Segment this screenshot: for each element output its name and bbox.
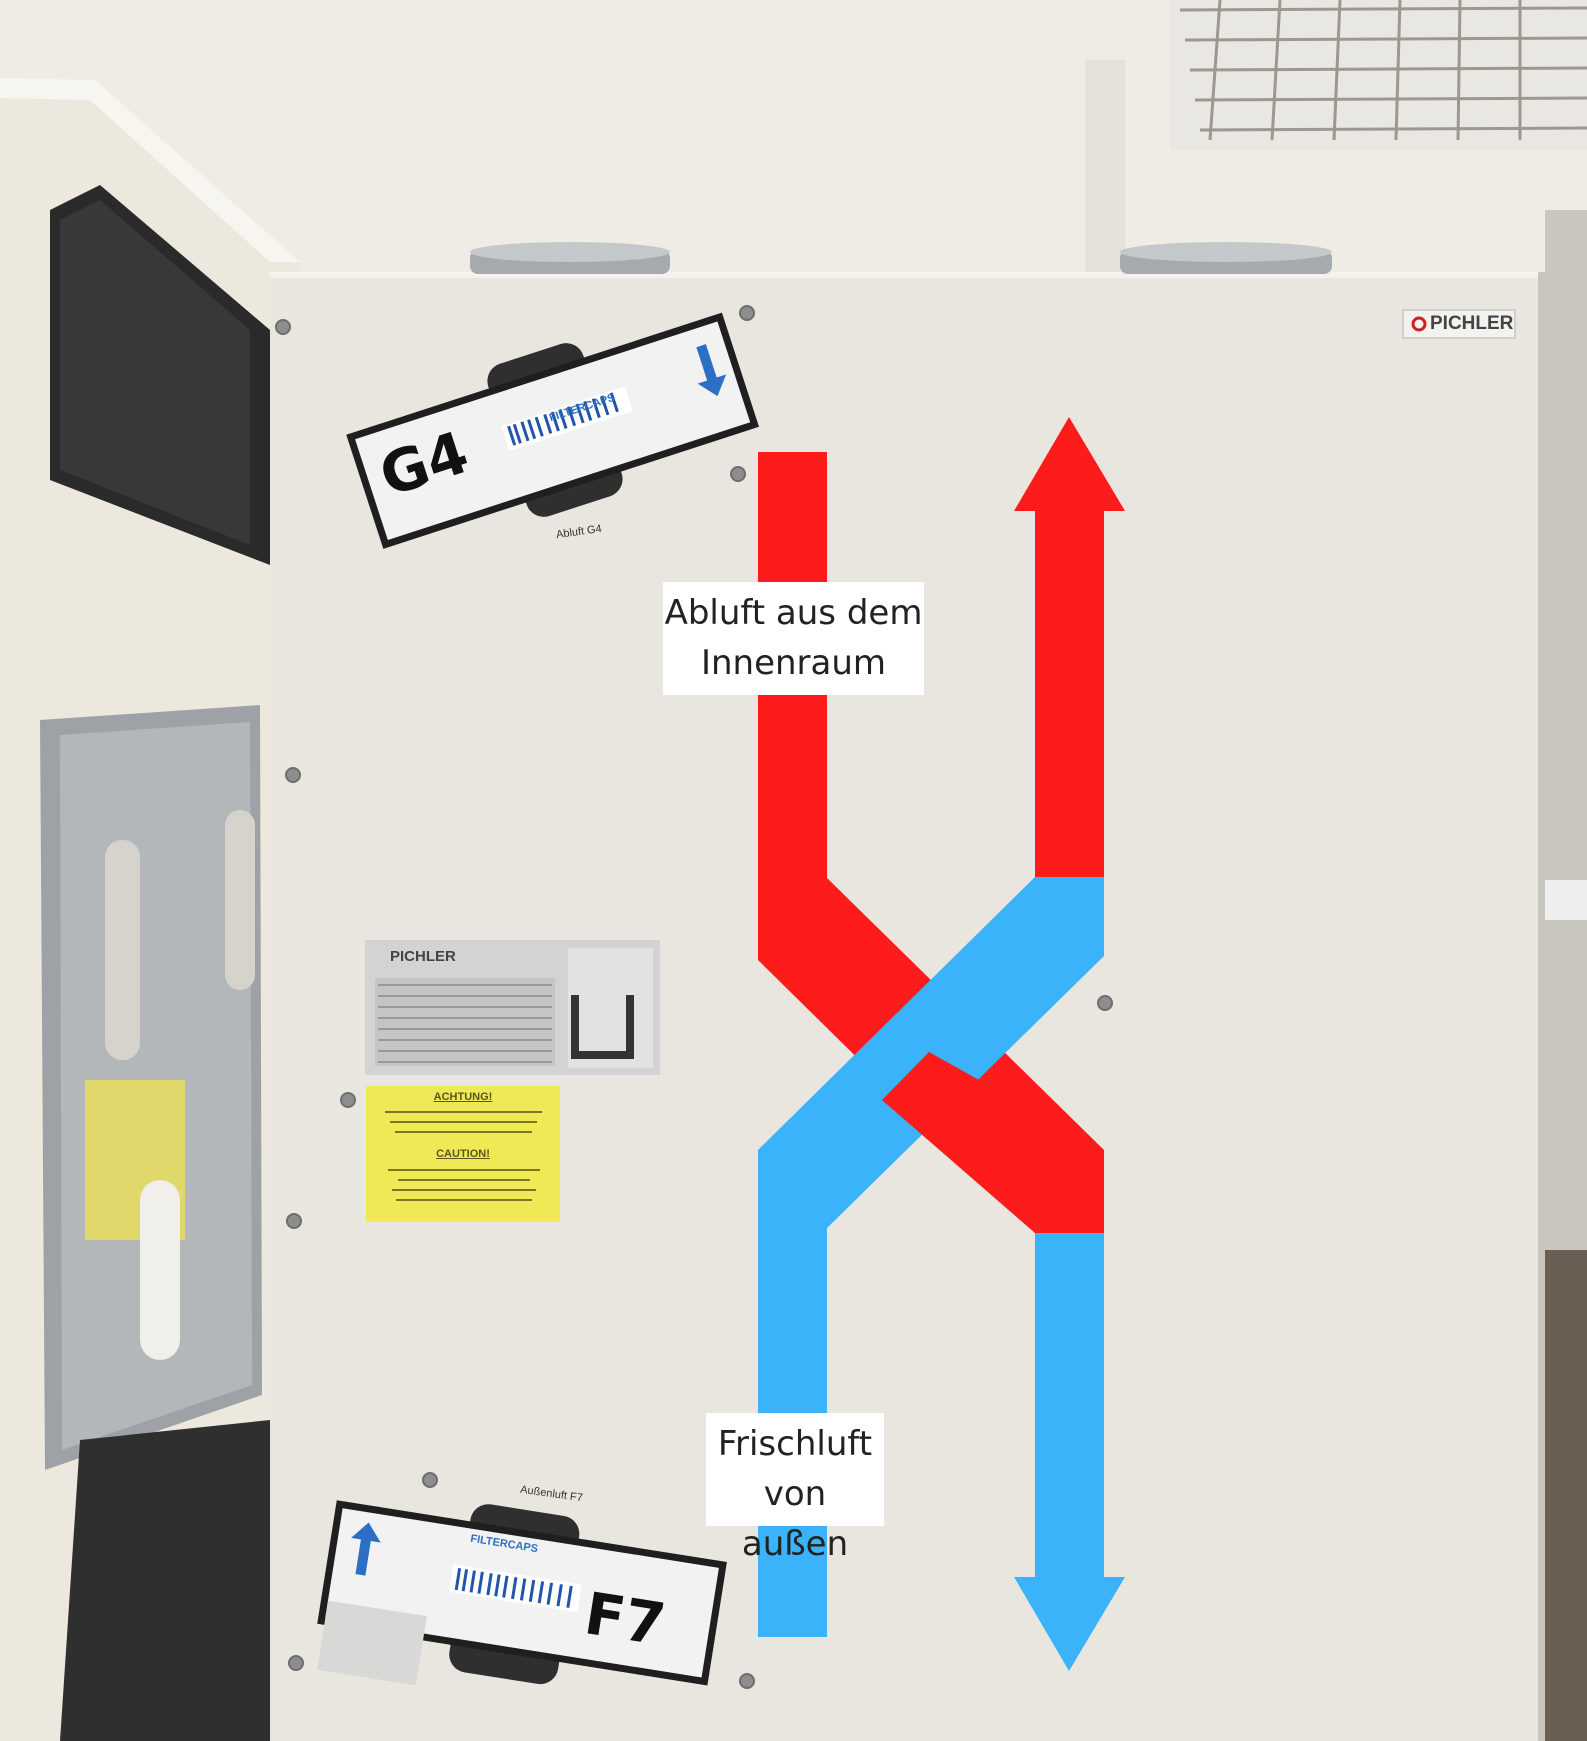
filter-class-bottom: F7 [580,1579,670,1659]
exhaust-air-path [758,452,1104,1233]
exhaust-air-label-line2: Innenraum [700,643,887,683]
fresh-air-label-line2: von außen [741,1474,849,1564]
small-warning-sticker [317,1600,427,1686]
type-plate [365,940,660,1075]
outgoing-air-arrow-down [1014,1233,1125,1671]
duct-collars [470,242,1332,274]
door-metal-plate [40,705,262,1470]
type-plate-logo: PICHLER [390,948,456,965]
airflow-diagram [758,417,1125,1671]
fresh-air-path [758,877,1104,1637]
brand-logo: PICHLER [1430,313,1514,334]
warning-title-en: CAUTION! [436,1148,490,1160]
fresh-air-label-line1: Frischluft [717,1424,873,1464]
supply-air-arrow-up [1014,417,1125,877]
logo-plate [1402,309,1516,339]
warning-title-de: ACHTUNG! [433,1091,493,1103]
ceiling-grid [1170,0,1587,150]
filter-cassette-top [346,312,759,549]
warning-label [366,1086,560,1222]
exhaust-air-label-line1: Abluft aus dem [664,593,923,633]
fresh-air-label: Frischluft von außen [706,1413,884,1564]
door-insulation-top [50,185,270,565]
exhaust-air-label: Abluft aus dem Innenraum [663,582,924,695]
panel-screws [275,305,1113,1689]
